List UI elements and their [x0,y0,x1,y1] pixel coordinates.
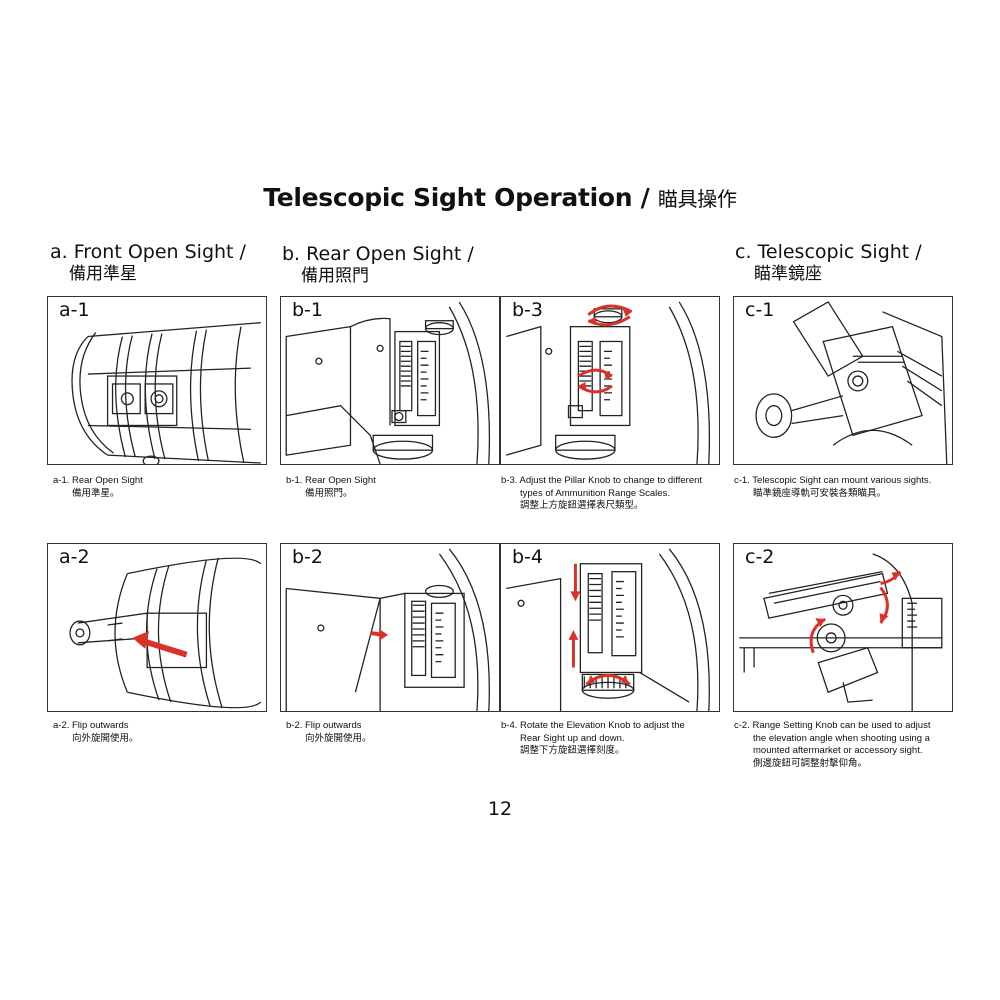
page-title: Telescopic Sight Operation / 瞄具操作 [0,183,1000,212]
page-number: 12 [487,798,513,820]
panel-b3: b-3 [500,296,720,465]
caption-a1-en: a-1. Rear Open Sight [53,475,143,486]
caption-b1-en: b-1. Rear Open Sight [286,475,376,486]
section-b-en: b. Rear Open Sight / [282,243,474,265]
panel-b1: b-1 [280,296,500,465]
caption-c2-line3: mounted aftermarket or accessory sight. [753,745,923,756]
panel-a2: a-2 [47,543,267,712]
section-c-cjk: 瞄準鏡座 [754,264,822,284]
caption-c1-cjk: 瞄準鏡座導軌可安裝各類瞄具。 [753,487,887,499]
pillar-knob-illustration [506,301,711,464]
section-c-en: c. Telescopic Sight / [735,241,922,263]
caption-b2: b-2. Flip outwards 向外旋開使用。 [286,720,521,745]
range-knob-illustration [739,553,943,711]
title-cjk: 瞄具操作 [657,187,737,211]
section-c-heading: c. Telescopic Sight / 瞄準鏡座 [735,241,922,285]
panel-b2: b-2 [280,543,500,712]
caption-b4-line1: b-4. Rotate the Elevation Knob to adjust… [501,720,685,731]
caption-b4-line2: Rear Sight up and down. [520,732,625,744]
caption-b4-cjk: 調整下方旋鈕選擇刻度。 [520,745,625,756]
section-a-heading: a. Front Open Sight / 備用準星 [50,241,246,285]
caption-b2-cjk: 向外旋開使用。 [305,732,372,744]
panel-b1-tag: b-1 [289,299,327,321]
caption-c2-cjk: 側邊旋鈕可調整射擊仰角。 [753,757,868,769]
panel-b2-tag: b-2 [289,546,327,568]
panel-c2-tag: c-2 [742,546,778,568]
caption-b3: b-3. Adjust the Pillar Knob to change to… [501,475,736,513]
caption-b3-line2: types of Ammunition Range Scales. [520,487,670,499]
caption-b1: b-1. Rear Open Sight 備用照門。 [286,475,521,500]
caption-b1-cjk: 備用照門。 [305,487,353,499]
caption-a1-cjk: 備用準星。 [72,487,120,499]
caption-a2: a-2. Flip outwards 向外旋開使用。 [53,720,288,745]
panel-c1: c-1 [733,296,953,465]
caption-c1-en: c-1. Telescopic Sight can mount various … [734,475,932,486]
section-a-en: a. Front Open Sight / [50,241,246,263]
caption-b3-line1: b-3. Adjust the Pillar Knob to change to… [501,475,703,486]
front-sight-flip-illustration [69,557,262,709]
panel-c1-tag: c-1 [742,299,778,321]
panel-c2: c-2 [733,543,953,712]
caption-a2-en: a-2. Flip outwards [53,720,129,731]
panel-a2-tag: a-2 [56,546,93,568]
title-en: Telescopic Sight Operation [263,183,633,212]
panel-b3-tag: b-3 [509,299,547,321]
caption-c2-line1: c-2. Range Setting Knob can be used to a… [734,720,931,731]
caption-c2: c-2. Range Setting Knob can be used to a… [734,720,984,770]
panel-a1-tag: a-1 [56,299,93,321]
panel-a1: a-1 [47,296,267,465]
section-b-heading: b. Rear Open Sight / 備用照門 [282,243,474,287]
title-separator: / [632,183,658,212]
caption-b2-en: b-2. Flip outwards [286,720,362,731]
elevation-knob-illustration [506,548,710,711]
caption-b3-cjk: 調整上方旋鈕選擇表尺類型。 [520,500,644,511]
rear-sight-illustration [285,301,491,464]
caption-a1: a-1. Rear Open Sight 備用準星。 [53,475,288,500]
front-sight-illustration [71,322,261,464]
caption-c2-line2: the elevation angle when shooting using … [753,732,930,744]
scope-mount-illustration [755,301,948,464]
panel-b4-tag: b-4 [509,546,547,568]
caption-c1: c-1. Telescopic Sight can mount various … [734,475,984,500]
caption-a2-cjk: 向外旋開使用。 [72,732,139,744]
caption-b4: b-4. Rotate the Elevation Knob to adjust… [501,720,736,758]
section-a-cjk: 備用準星 [69,264,137,284]
section-b-cjk: 備用照門 [301,266,369,286]
rear-sight-flip-illustration [285,548,490,711]
panel-b4: b-4 [500,543,720,712]
